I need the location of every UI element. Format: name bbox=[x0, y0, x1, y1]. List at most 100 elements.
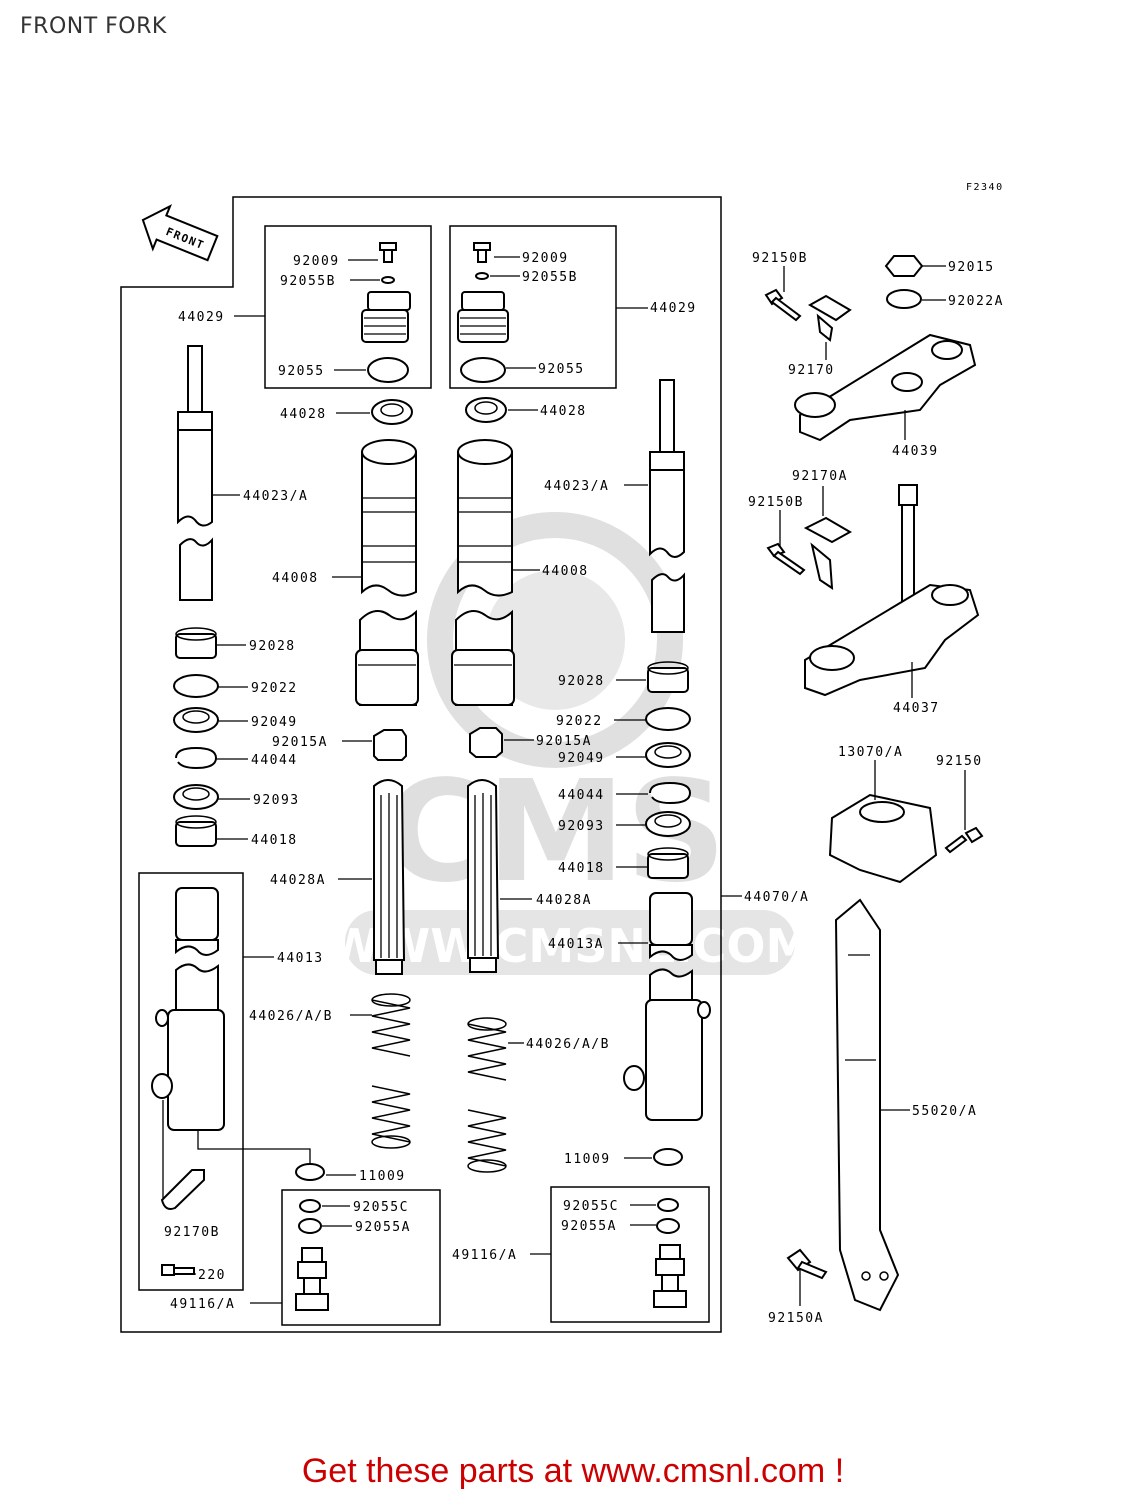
label-92009-right: 92009 bbox=[522, 251, 569, 266]
damper-rod-44023a-left-icon bbox=[177, 345, 213, 601]
label-92055b-right: 92055B bbox=[522, 270, 578, 285]
label-13070a: 13070/A bbox=[838, 745, 903, 760]
label-92055c-right: 92055C bbox=[563, 1199, 619, 1214]
watermark-url: WWW.CMSNL.COM bbox=[329, 919, 812, 973]
lower-bracket-44037-icon bbox=[804, 484, 980, 697]
label-44028-left: 44028 bbox=[280, 407, 327, 422]
label-44070a: 44070/A bbox=[744, 890, 809, 905]
part-labels: 92009 92055B 44029 92055 92009 92055B 44… bbox=[164, 251, 1004, 1326]
nut-92015a-left-icon bbox=[373, 729, 407, 761]
page-title: FRONT FORK bbox=[20, 14, 167, 39]
fork-cap-left-icon bbox=[361, 291, 411, 343]
label-92022a: 92022A bbox=[948, 294, 1004, 309]
label-44044-left: 44044 bbox=[251, 753, 298, 768]
label-92055a-right: 92055A bbox=[561, 1219, 617, 1234]
label-92015a-left: 92015A bbox=[272, 735, 328, 750]
label-92022-right: 92022 bbox=[556, 714, 603, 729]
washer-92022a-icon bbox=[886, 289, 922, 309]
label-92150b-mid: 92150B bbox=[748, 495, 804, 510]
bushing-44018-left-icon bbox=[175, 815, 217, 847]
label-92093-right: 92093 bbox=[558, 819, 605, 834]
valve-92055c-left-icon bbox=[299, 1199, 321, 1213]
seal-92093-right-icon bbox=[645, 811, 691, 837]
washer-92022-right-icon bbox=[645, 707, 691, 731]
collar-44028-right-icon bbox=[465, 397, 507, 423]
valve-92055c-right-icon bbox=[657, 1198, 679, 1212]
leader-lines bbox=[162, 256, 966, 1306]
label-44013: 44013 bbox=[277, 951, 324, 966]
valve-box-left bbox=[281, 1189, 441, 1326]
valve-49116a-left-icon bbox=[295, 1247, 329, 1311]
label-44029-left: 44029 bbox=[178, 310, 225, 325]
label-11009-left: 11009 bbox=[359, 1169, 406, 1184]
label-92055c-left: 92055C bbox=[353, 1200, 409, 1215]
washer-11009-right-icon bbox=[653, 1148, 683, 1166]
label-44018-left: 44018 bbox=[251, 833, 298, 848]
label-44013a: 44013A bbox=[548, 937, 604, 952]
label-92015: 92015 bbox=[948, 260, 995, 275]
label-92049-left: 92049 bbox=[251, 715, 298, 730]
diagram-code: F2340 bbox=[966, 182, 1004, 193]
label-92028-right: 92028 bbox=[558, 674, 605, 689]
oring-92055b-left-icon bbox=[381, 276, 395, 284]
outer-tube-44013a-right-icon bbox=[623, 892, 711, 1121]
label-92150a: 92150A bbox=[768, 1311, 824, 1326]
label-92055a-left: 92055A bbox=[355, 1220, 411, 1235]
label-49116a-left: 49116/A bbox=[170, 1297, 235, 1312]
label-11009-right: 11009 bbox=[564, 1152, 611, 1167]
fork-cap-right-icon bbox=[457, 291, 509, 343]
label-44029-right: 44029 bbox=[650, 301, 697, 316]
label-92170a: 92170A bbox=[792, 469, 848, 484]
guard-55020a-icon bbox=[834, 898, 900, 1312]
label-55020a: 55020/A bbox=[912, 1104, 977, 1119]
cylinder-44028a-left-icon bbox=[373, 779, 406, 975]
outer-tube-box bbox=[138, 872, 244, 1291]
label-92150b-top: 92150B bbox=[752, 251, 808, 266]
inner-tube-44008-right-icon bbox=[451, 439, 515, 706]
washer-92022-left-icon bbox=[173, 674, 219, 698]
label-44026-right: 44026/A/B bbox=[526, 1037, 610, 1052]
damper-rod-44023a-right-icon bbox=[649, 379, 685, 633]
inner-tube-44008-left-icon bbox=[355, 439, 419, 706]
label-92055-left: 92055 bbox=[278, 364, 325, 379]
label-44037: 44037 bbox=[893, 701, 940, 716]
cylinder-44028a-right-icon bbox=[467, 779, 500, 973]
label-92022-left: 92022 bbox=[251, 681, 298, 696]
clip-92170a-icon bbox=[803, 516, 853, 590]
label-92150: 92150 bbox=[936, 754, 983, 769]
spring-44026-right-icon bbox=[467, 1017, 507, 1173]
collar-44028-left-icon bbox=[371, 399, 413, 425]
oring-92055-right-icon bbox=[460, 357, 506, 383]
cap-box-right bbox=[449, 225, 617, 389]
label-92093-left: 92093 bbox=[253, 793, 300, 808]
label-92049-right: 92049 bbox=[558, 751, 605, 766]
outer-tube-44013-left-icon bbox=[151, 887, 225, 1131]
bolt-92150b-top-icon bbox=[764, 288, 802, 322]
bushing-44018-right-icon bbox=[647, 847, 689, 879]
label-44044-right: 44044 bbox=[558, 788, 605, 803]
bushing-92028-left-icon bbox=[175, 627, 217, 659]
bushing-92028-right-icon bbox=[647, 661, 689, 693]
cap-box-left bbox=[264, 225, 432, 389]
clip-44044-right-icon bbox=[649, 781, 692, 805]
upper-bracket-44039-icon bbox=[794, 333, 977, 442]
clip-44044-left-icon bbox=[175, 746, 218, 770]
label-44018-right: 44018 bbox=[558, 861, 605, 876]
bracket-92170b-icon bbox=[160, 1169, 205, 1210]
label-44026-left: 44026/A/B bbox=[249, 1009, 333, 1024]
oring-92055b-right-icon bbox=[475, 272, 489, 280]
label-44028a-right: 44028A bbox=[536, 893, 592, 908]
oring-92055-left-icon bbox=[367, 357, 409, 383]
label-92055b-left: 92055B bbox=[280, 274, 336, 289]
bolt-92009-right-icon bbox=[473, 242, 491, 263]
label-92015a-right: 92015A bbox=[536, 734, 592, 749]
label-220: 220 bbox=[198, 1268, 226, 1283]
label-44008-right: 44008 bbox=[542, 564, 589, 579]
bolt-92150b-mid-icon bbox=[766, 542, 806, 576]
label-44028-right: 44028 bbox=[540, 404, 587, 419]
label-92170b: 92170B bbox=[164, 1225, 220, 1240]
front-arrow-icon: FRONT bbox=[141, 204, 219, 262]
spring-44026-left-icon bbox=[371, 993, 411, 1149]
label-92028-left: 92028 bbox=[249, 639, 296, 654]
